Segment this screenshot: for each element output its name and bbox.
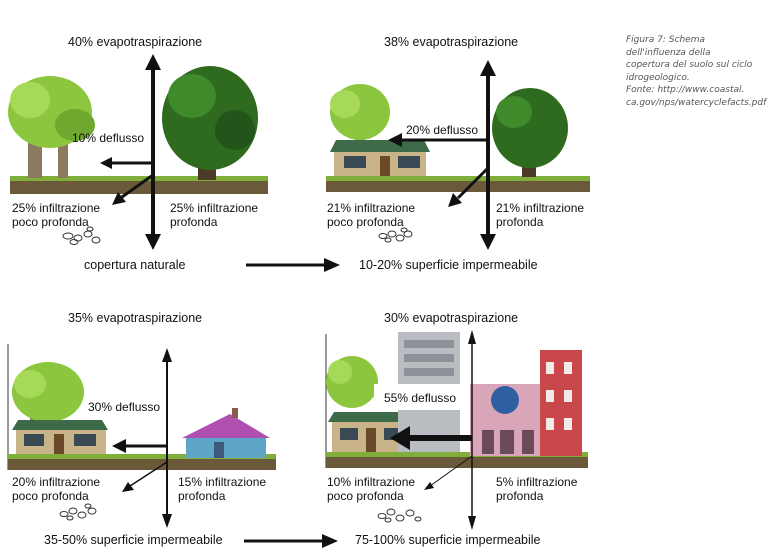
house-icon	[330, 140, 430, 176]
arrow-head-down	[145, 234, 161, 250]
ground-strip	[326, 456, 588, 468]
pink-building-icon	[470, 384, 552, 456]
shallow-infiltration-label: 21% infiltrazione poco profonda	[327, 201, 415, 229]
deep-infiltration-line-2: profonda	[178, 489, 226, 503]
evapotranspiration-label: 38% evapotraspirazione	[384, 35, 519, 49]
grass-strip	[326, 176, 590, 181]
cover-label: 10-20% superficie impermeabile	[359, 258, 538, 272]
runoff-label: 30% deflusso	[88, 400, 161, 414]
deep-infiltration-line-1: 25% infiltrazione	[170, 201, 259, 215]
arrow-head-down	[480, 234, 496, 250]
ground-strip	[326, 180, 590, 192]
tree-dark-icon	[492, 88, 568, 177]
evapotranspiration-label: 40% evapotraspirazione	[68, 35, 203, 49]
deep-infiltration-line-1: 21% infiltrazione	[496, 201, 585, 215]
shallow-infiltration-line-2: poco profonda	[12, 489, 89, 503]
shallow-infiltration-line-2: poco profonda	[327, 215, 404, 229]
pebbles-icon	[62, 226, 101, 245]
pebbles-icon	[377, 508, 422, 523]
shallow-arrow-head	[424, 482, 434, 490]
caption-line: ca.gov/nps/watercyclefacts.pdf	[626, 97, 767, 108]
shallow-arrow-head	[122, 482, 134, 492]
grass-strip	[8, 454, 276, 459]
runoff-arrow-head	[390, 426, 410, 450]
deep-infiltration-line-1: 15% infiltrazione	[178, 475, 267, 489]
tree-light-icon	[326, 356, 378, 408]
shallow-arrow-head	[448, 193, 462, 207]
arrow-head-up	[162, 348, 172, 362]
house-icon	[12, 420, 108, 454]
shallow-infiltration-arrow	[121, 173, 154, 199]
evapotranspiration-label: 35% evapotraspirazione	[68, 311, 203, 325]
pebbles-icon	[378, 227, 413, 243]
red-building-icon	[540, 350, 582, 456]
pebbles-icon	[59, 503, 97, 521]
evapotranspiration-label: 30% evapotraspirazione	[384, 311, 519, 325]
shallow-infiltration-arrow	[129, 461, 168, 487]
deep-infiltration-label: 5% infiltrazione profonda	[496, 475, 577, 503]
deep-infiltration-line-2: profonda	[496, 489, 544, 503]
ground-strip	[8, 458, 276, 470]
runoff-arrow-head	[100, 157, 112, 169]
arrow-head-down	[162, 514, 172, 528]
caption-line: Fonte: http://www.coastal.	[626, 85, 745, 95]
shallow-infiltration-line-1: 10% infiltrazione	[327, 475, 416, 489]
shallow-infiltration-line-2: poco profonda	[12, 215, 89, 229]
shallow-infiltration-arrow	[456, 166, 490, 200]
shallow-infiltration-line-1: 21% infiltrazione	[327, 201, 416, 215]
deep-infiltration-label: 25% infiltrazione profonda	[170, 201, 258, 229]
arrow-head-up	[468, 330, 476, 344]
deep-infiltration-line-1: 5% infiltrazione	[496, 475, 578, 489]
runoff-label-bg	[374, 384, 468, 410]
runoff-label: 10% deflusso	[72, 131, 145, 145]
deep-infiltration-label: 15% infiltrazione profonda	[178, 475, 266, 503]
runoff-label: 55% deflusso	[384, 391, 457, 405]
shallow-infiltration-arrow	[429, 455, 473, 487]
caption-line: Figura 7: Schema	[626, 35, 705, 45]
runoff-arrow-head	[112, 439, 126, 453]
caption-line: idrogeologico.	[626, 72, 690, 83]
caption-line: copertura del suolo sul ciclo	[626, 60, 753, 70]
shallow-infiltration-label: 10% infiltrazione poco profonda	[327, 475, 415, 503]
shallow-arrow-head	[112, 192, 126, 205]
runoff-label: 20% deflusso	[406, 123, 479, 137]
cover-label: 35-50% superficie impermeabile	[44, 533, 223, 547]
shallow-infiltration-line-1: 20% infiltrazione	[12, 475, 101, 489]
arrow-head-up	[480, 60, 496, 76]
figure-caption: Figura 7: Schema dell'influenza della co…	[626, 34, 776, 109]
arrow-head-down	[468, 516, 476, 530]
grass-strip	[10, 176, 268, 181]
tree-light-icon	[12, 362, 84, 430]
deep-infiltration-line-2: profonda	[496, 215, 544, 229]
tree-dark-icon	[162, 66, 258, 180]
deep-infiltration-label: 21% infiltrazione profonda	[496, 201, 584, 229]
shallow-infiltration-label: 25% infiltrazione poco profonda	[12, 201, 100, 229]
house-purple-icon	[182, 408, 270, 458]
tree-light-icon	[8, 76, 95, 178]
runoff-arrow-head	[388, 133, 402, 147]
caption-line: dell'influenza della	[626, 47, 711, 58]
cover-label: copertura naturale	[84, 258, 186, 272]
grass-strip	[326, 452, 588, 457]
deep-infiltration-line-2: profonda	[170, 215, 218, 229]
shallow-infiltration-line-1: 25% infiltrazione	[12, 201, 101, 215]
ground-strip	[10, 180, 268, 194]
shallow-infiltration-line-2: poco profonda	[327, 489, 404, 503]
cover-label: 75-100% superficie impermeabile	[355, 533, 541, 547]
shallow-infiltration-label: 20% infiltrazione poco profonda	[12, 475, 100, 503]
arrow-head-up	[145, 54, 161, 70]
